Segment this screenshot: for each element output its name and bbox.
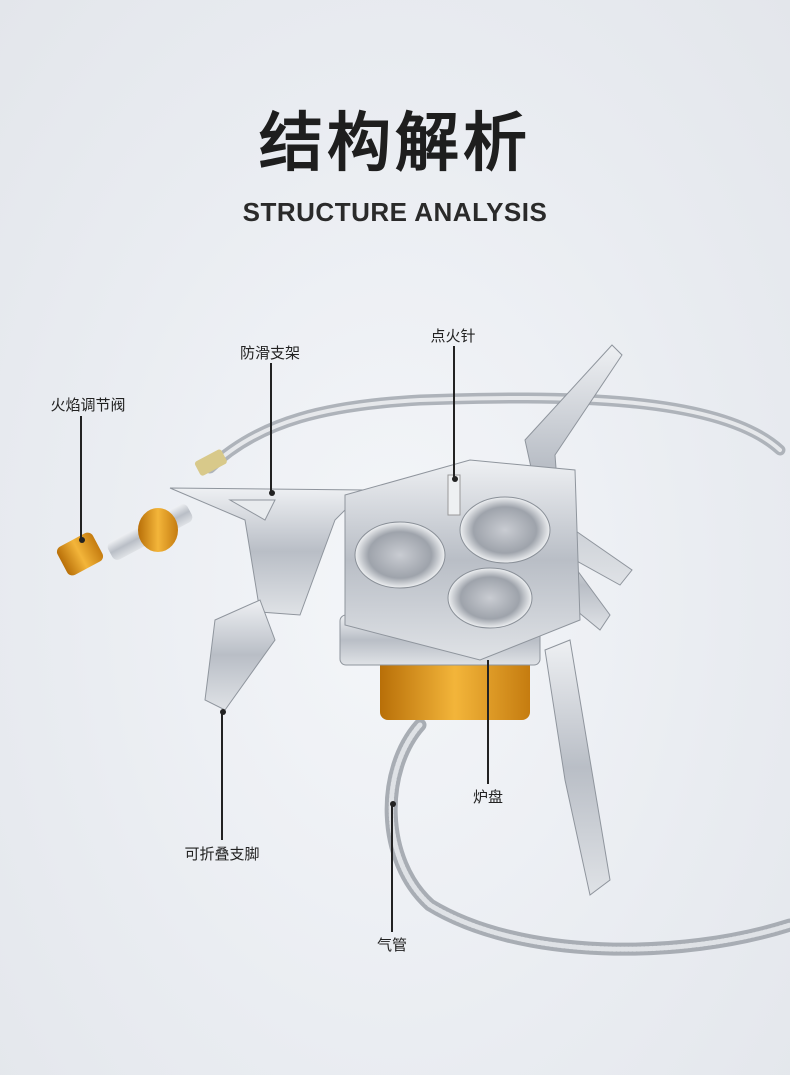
callout-anti-slip-support: 防滑支架 [239,344,301,362]
left-support [169,487,367,711]
leader-dot [389,801,396,807]
flame-valve [56,449,227,576]
leader-dot [451,476,458,482]
leader-dot [219,709,226,715]
leader-dot [268,490,275,496]
leader-line [270,363,272,493]
callout-flame-valve: 火焰调节阀 [50,396,126,414]
callout-burner-plate: 炉盘 [472,788,504,806]
callout-igniter-needle: 点火针 [430,327,476,345]
burner-pan [344,459,581,661]
leader-line [453,346,455,479]
callout-folding-legs: 可折叠支脚 [184,845,260,863]
page-title: 结构解析 [259,107,531,181]
leader-dot [78,537,85,543]
callout-gas-hose: 气管 [376,936,408,954]
leader-line [221,712,223,840]
leader-line [487,660,489,784]
page-subtitle: STRUCTURE ANALYSIS [242,197,548,227]
leader-line [391,804,393,932]
leader-line [80,416,82,540]
